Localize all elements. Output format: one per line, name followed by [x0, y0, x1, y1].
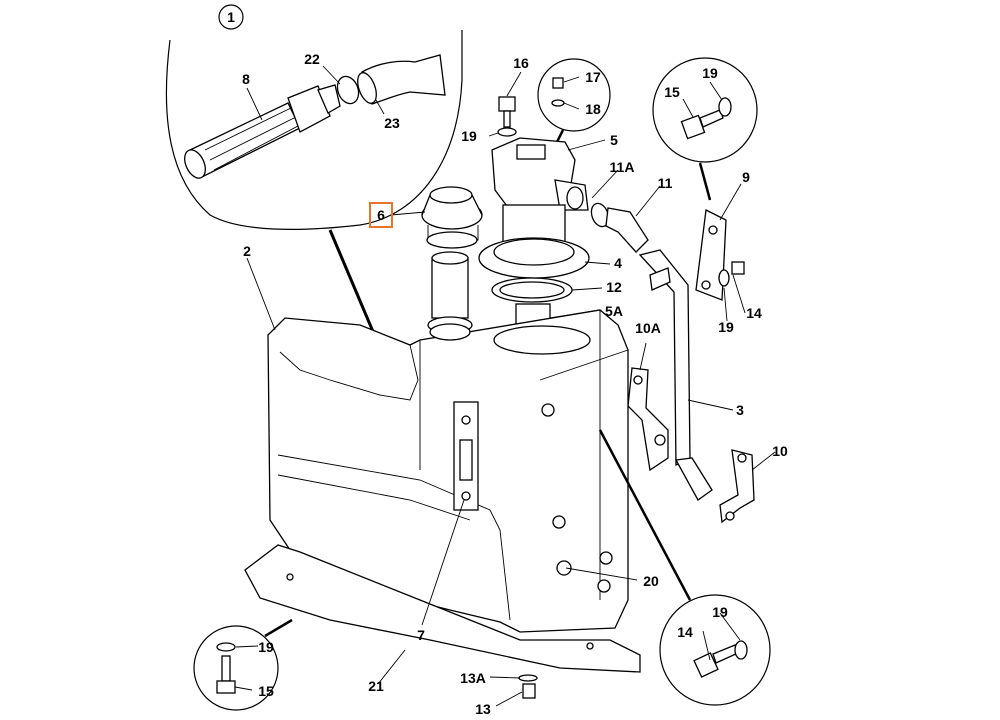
- part-10-pipe-clamp: [719, 449, 755, 524]
- detail-bubble-bolt-19-15-bottom: [193, 618, 293, 711]
- view-number-marker: 1: [218, 4, 244, 30]
- label-part-5a: 5A: [605, 303, 623, 319]
- label-part-15-bottom-left: 15: [258, 683, 274, 699]
- part-14-bolt-right: [718, 261, 745, 287]
- label-part-18: 18: [585, 101, 601, 117]
- label-part-19-right: 19: [718, 319, 734, 335]
- selected-part-highlight: [369, 202, 393, 228]
- label-part-7: 7: [417, 627, 425, 643]
- callout-labels: 8 22 23 16 17 18 19 5 11A 11 15 19 9 6 4…: [242, 51, 788, 717]
- label-part-15-top: 15: [664, 84, 680, 100]
- label-part-17: 17: [585, 69, 601, 85]
- label-part-11a: 11A: [610, 159, 635, 175]
- label-part-8: 8: [242, 71, 250, 87]
- detail-bubble-bolt-14-19-bottom: [598, 429, 771, 706]
- label-part-19-top: 19: [461, 128, 477, 144]
- label-part-23: 23: [384, 115, 400, 131]
- part-13-drain-plug: [518, 674, 538, 699]
- label-part-21: 21: [368, 678, 384, 694]
- part-22-hose-clamp: [336, 75, 360, 105]
- label-part-2: 2: [243, 243, 251, 259]
- detail-bubble-bolt-15-19: [652, 57, 758, 201]
- part-6-breather-cap: [421, 186, 483, 249]
- label-part-6: 6: [377, 207, 385, 223]
- label-part-10: 10: [772, 443, 788, 459]
- label-part-13a: 13A: [460, 670, 486, 686]
- label-part-4: 4: [614, 255, 622, 271]
- label-part-5: 5: [610, 132, 618, 148]
- part-8-filler-strainer: [184, 84, 341, 179]
- leader-lines: [234, 65, 776, 707]
- part-9-bracket: [695, 209, 727, 301]
- part-2-hydraulic-tank: [267, 309, 629, 633]
- view-number-text: 1: [227, 9, 235, 25]
- part-20-port-plugs: [541, 403, 613, 593]
- label-part-19-top-right: 19: [702, 65, 718, 81]
- label-part-14-bottom-right: 14: [677, 624, 693, 640]
- detail-bubble-filler: [165, 30, 463, 231]
- part-11-elbow-fitting: [605, 207, 649, 253]
- part-12-o-ring: [491, 277, 573, 303]
- part-10a-pipe-clamp: [627, 367, 669, 472]
- label-part-3: 3: [736, 402, 744, 418]
- label-part-16: 16: [513, 55, 529, 71]
- label-part-22: 22: [304, 51, 320, 67]
- label-part-9: 9: [742, 169, 750, 185]
- label-part-12: 12: [606, 279, 622, 295]
- label-part-13: 13: [475, 701, 491, 717]
- part-7-sight-gauge: [453, 401, 479, 511]
- part-23-hose: [357, 54, 446, 105]
- part-5-filter-head: [491, 137, 589, 211]
- label-part-14-right: 14: [746, 305, 762, 321]
- label-part-11: 11: [658, 175, 673, 191]
- part-21-mounting-plate: [244, 544, 641, 673]
- label-part-19-bottom-left: 19: [258, 639, 274, 655]
- part-3-return-pipe: [638, 249, 713, 501]
- part-16-bolt: [497, 96, 517, 137]
- part-4-filter-bowl-flange: [478, 204, 590, 279]
- label-part-10a: 10A: [635, 320, 661, 336]
- filler-neck-strainer: [427, 251, 473, 334]
- label-part-19-bottom-right: 19: [712, 604, 728, 620]
- label-part-20: 20: [643, 573, 659, 589]
